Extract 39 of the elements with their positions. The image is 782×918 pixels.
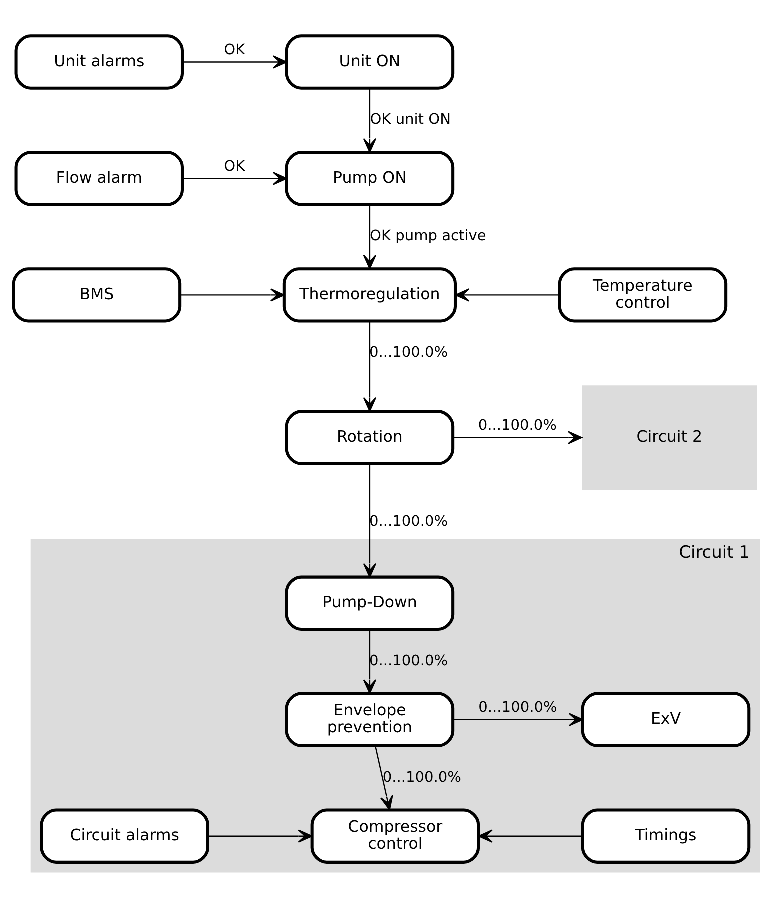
node-box: Compressor control bbox=[310, 808, 480, 864]
edge-label: 0...100.0% bbox=[478, 699, 557, 716]
edge-label: OK pump active bbox=[370, 228, 486, 245]
arrow bbox=[182, 172, 287, 186]
node-box: BMS bbox=[12, 268, 182, 323]
node-box: ExV bbox=[580, 692, 750, 748]
edge-label: 0...100.0% bbox=[478, 417, 556, 434]
arrow bbox=[182, 56, 287, 69]
edge-label: OK bbox=[224, 41, 245, 58]
node-box: Rotation bbox=[284, 410, 454, 466]
arrow bbox=[452, 431, 582, 444]
arrow bbox=[208, 830, 312, 843]
node-box: Unit alarms bbox=[14, 34, 184, 90]
edge-label: 0...100.0% bbox=[368, 512, 448, 530]
node-box: Envelope prevention bbox=[284, 692, 454, 748]
arrow bbox=[362, 630, 376, 694]
node-box: Flow alarm bbox=[14, 151, 184, 206]
arrow bbox=[362, 88, 376, 153]
node-box: Timings bbox=[580, 808, 750, 864]
arrow bbox=[452, 713, 583, 726]
arrow bbox=[180, 288, 284, 302]
edge-label: 0...100.0% bbox=[368, 344, 448, 362]
node-box: Circuit 2 bbox=[582, 386, 757, 490]
node-box: Circuit alarms bbox=[40, 808, 209, 864]
arrow bbox=[454, 288, 560, 302]
arrow bbox=[362, 205, 376, 270]
edge-label: 0...100.0% bbox=[368, 652, 448, 670]
arrow bbox=[374, 746, 393, 810]
arrow bbox=[362, 464, 376, 578]
arrow bbox=[478, 830, 582, 843]
edge-label: 0...100.0% bbox=[382, 768, 461, 786]
node-box: Temperature control bbox=[558, 268, 728, 323]
edge-label: OK unit ON bbox=[370, 111, 450, 128]
node-box: Unit ON bbox=[284, 34, 454, 90]
edge-label: OK bbox=[224, 158, 245, 175]
node-box: Pump ON bbox=[284, 151, 454, 206]
arrow bbox=[362, 321, 376, 412]
node-box: Thermoregulation bbox=[282, 268, 457, 323]
node-box: Pump-Down bbox=[284, 576, 454, 631]
